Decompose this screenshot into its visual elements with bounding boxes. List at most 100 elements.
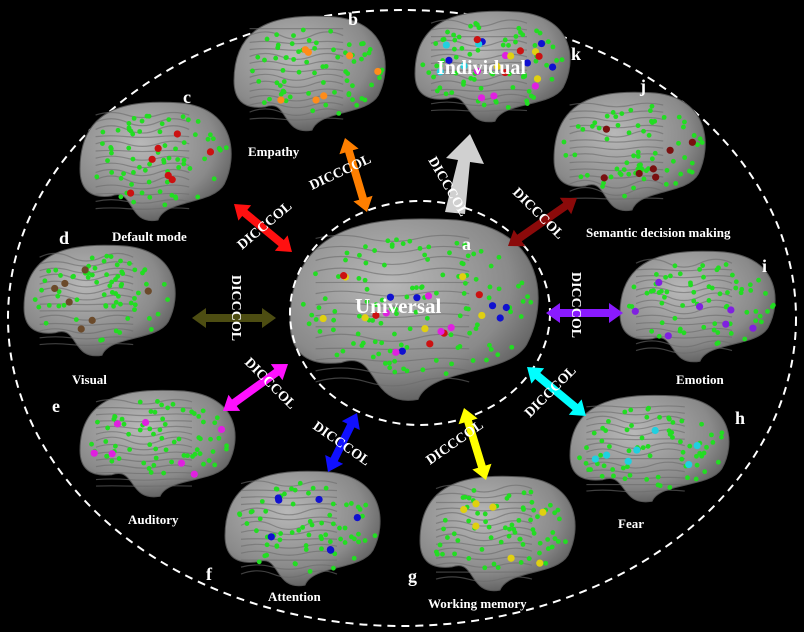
roi-dot [289,41,295,47]
roi-dot [173,194,178,200]
roi-dot [292,487,298,493]
roi-dot [625,464,630,470]
brain-letter-a: a [462,234,471,254]
sulcus-line [240,480,338,487]
sulcus-line [95,140,190,147]
roi-dot [449,90,455,95]
roi-dot [370,354,376,360]
roi-dot [387,365,393,371]
roi-dot [654,272,659,277]
roi-dot [161,470,167,476]
roi-dot [330,521,336,527]
roi-dot-highlight [523,59,532,67]
roi-dot [537,540,543,546]
sulcus-line [39,314,134,321]
roi-dot [589,123,595,129]
brain-group [23,10,776,592]
roi-dot [340,348,346,354]
roi-dot [502,37,508,43]
universal-label: Universal [355,294,441,318]
roi-dot-highlight [459,273,467,281]
roi-dot [105,158,110,164]
roi-dot-highlight [424,292,433,300]
roi-dot [309,312,315,318]
roi-dot [201,419,206,425]
roi-dot-highlight [664,332,672,340]
roi-dot [296,527,302,533]
roi-dot [744,309,750,315]
roi-dot [495,565,501,571]
roi-dot [701,450,707,456]
roi-dot [275,45,281,51]
roi-dot [661,114,667,120]
roi-dot [681,330,687,336]
roi-dot [489,71,495,76]
roi-dot [770,302,776,308]
roi-dot [670,158,676,164]
roi-dot [719,434,724,440]
roi-dot [161,281,167,287]
roi-dot [468,23,473,29]
sulcus-line [435,526,533,534]
roi-dot [506,42,511,48]
dicccol-label-purple: DICCCOL [568,272,583,338]
roi-dot [407,238,413,244]
roi-dot [73,317,79,322]
sulcus-line [586,405,685,409]
roi-dot [677,326,683,332]
roi-dot [719,430,725,436]
roi-dot [457,344,463,349]
roi-dot-highlight [386,293,395,301]
sulcus-line [39,280,134,288]
roi-dot-highlight [447,324,455,332]
roi-dot [303,543,309,548]
roi-dot [622,193,627,199]
roi-dot [465,306,471,312]
sulcus-line [39,343,134,347]
roi-dot [125,316,131,321]
roi-dot [332,551,338,557]
roi-dot [157,189,163,195]
roi-dot-highlight [695,302,704,311]
roi-dot [389,306,395,312]
roi-dot [657,414,662,420]
roi-dot [457,313,463,319]
roi-dot [131,170,136,175]
roi-dot [163,447,169,453]
roi-dot [673,180,679,186]
roi-dot [166,117,172,122]
roi-dot [331,47,336,53]
roi-dot-highlight [490,92,498,100]
roi-dot [449,361,454,367]
roi-dot [146,466,152,471]
roi-dot [306,38,312,43]
roi-dot [348,501,354,506]
roi-dot-highlight [320,92,328,100]
roi-dot [508,309,513,315]
roi-dot [101,292,107,298]
roi-dot [647,453,653,459]
roi-dot [283,98,289,104]
roi-dot [550,44,556,50]
roi-dot [442,517,448,523]
brain-letter-k: k [571,44,581,64]
sulcus-line [249,88,344,95]
roi-dot [364,286,370,292]
roi-dot [171,439,177,445]
sulcus-line [249,40,344,45]
roi-dot [648,288,654,294]
sulcus-line [95,118,190,127]
sulcus-line [240,550,338,556]
brain-auditory [79,389,236,498]
roi-dot [108,254,114,260]
roi-dot [481,102,487,108]
roi-dot [433,549,439,555]
roi-dot [629,304,635,309]
roi-dot [694,453,699,459]
roi-dot [153,446,159,452]
sulcus-line [240,570,338,578]
roi-dot [717,291,723,297]
roi-dot [641,176,647,182]
roi-dot [639,435,645,441]
roi-dot [264,542,270,548]
